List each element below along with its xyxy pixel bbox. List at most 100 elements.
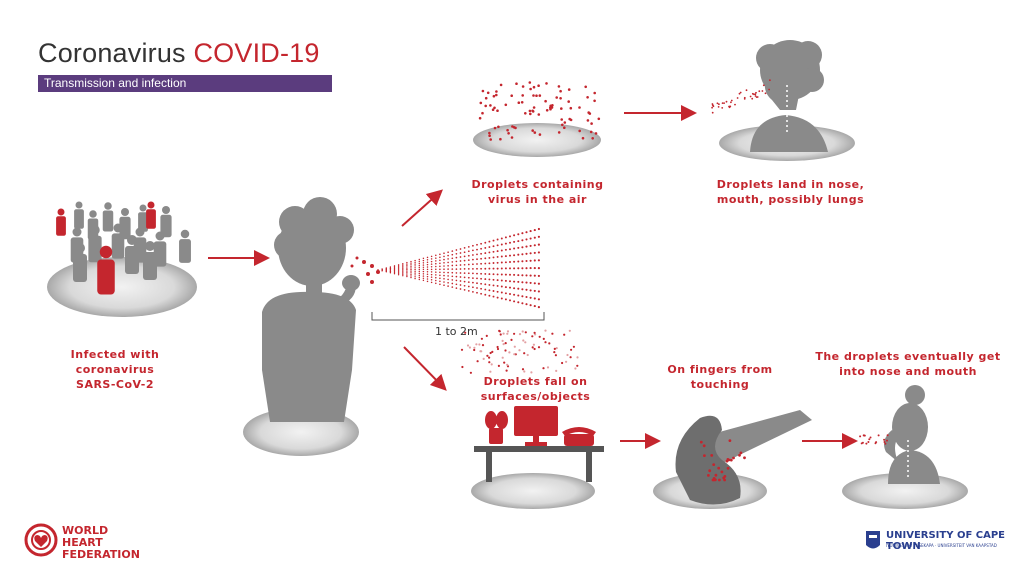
droplet xyxy=(443,271,445,274)
droplet xyxy=(410,276,412,279)
droplet xyxy=(551,104,554,107)
droplet xyxy=(720,470,724,474)
droplet xyxy=(529,252,532,255)
subtitle-bar: Transmission and infection xyxy=(38,75,332,92)
droplet xyxy=(406,266,408,268)
droplet xyxy=(410,260,412,263)
droplet xyxy=(451,275,454,278)
droplet xyxy=(702,444,706,448)
droplet xyxy=(509,241,511,244)
droplet xyxy=(451,282,454,285)
droplet xyxy=(488,134,491,137)
droplet xyxy=(492,239,495,242)
droplet xyxy=(422,266,425,269)
droplet xyxy=(503,361,506,364)
person-head xyxy=(75,243,85,253)
droplet xyxy=(535,94,538,97)
person-head xyxy=(180,229,190,239)
droplet xyxy=(406,274,408,276)
droplet xyxy=(507,132,510,135)
droplet xyxy=(517,246,520,249)
droplet xyxy=(561,361,564,365)
droplet xyxy=(751,97,754,100)
droplet xyxy=(484,252,487,255)
person-head xyxy=(72,227,82,237)
air-droplets xyxy=(478,81,601,141)
hand-touching-icon xyxy=(675,410,812,505)
droplet xyxy=(496,109,499,112)
droplet xyxy=(500,243,503,246)
droplet xyxy=(533,251,536,254)
droplet xyxy=(484,278,487,281)
droplet xyxy=(480,252,483,255)
droplet xyxy=(451,261,454,263)
droplet xyxy=(472,286,474,289)
droplet xyxy=(521,368,525,371)
droplet xyxy=(499,137,502,141)
droplet xyxy=(548,342,551,345)
droplet xyxy=(443,262,445,264)
droplet xyxy=(546,366,550,369)
droplet xyxy=(447,271,449,274)
droplet xyxy=(406,267,408,269)
droplet xyxy=(729,458,733,462)
droplet xyxy=(491,350,494,353)
droplet xyxy=(472,281,474,284)
droplet xyxy=(362,260,366,264)
droplet xyxy=(426,259,429,261)
label-fingers: On fingers from touching xyxy=(660,362,780,392)
droplet xyxy=(418,274,421,277)
droplet xyxy=(532,343,536,346)
droplet xyxy=(402,267,404,270)
droplet xyxy=(475,343,478,346)
droplet xyxy=(435,282,437,285)
droplet xyxy=(435,260,437,262)
droplet xyxy=(537,282,540,285)
droplet xyxy=(528,109,532,113)
droplet xyxy=(542,367,545,370)
droplet xyxy=(509,235,511,238)
droplet xyxy=(422,257,425,260)
disc-air xyxy=(473,123,601,157)
droplet xyxy=(707,474,710,477)
droplet xyxy=(525,238,528,241)
droplet xyxy=(460,348,464,351)
droplet xyxy=(506,332,509,335)
whf-logo-icon xyxy=(24,523,58,557)
droplet xyxy=(489,370,492,373)
droplet xyxy=(484,262,487,265)
droplet xyxy=(439,277,441,280)
droplet xyxy=(402,265,404,267)
droplet xyxy=(578,129,581,133)
droplet xyxy=(355,256,359,260)
label-droplets-land-line-1: Droplets land in nose, xyxy=(716,178,865,191)
droplet xyxy=(557,131,561,134)
droplet xyxy=(509,280,511,283)
droplet xyxy=(593,91,596,95)
droplet xyxy=(480,262,483,265)
droplet xyxy=(463,276,466,279)
droplet xyxy=(884,442,887,445)
droplet xyxy=(761,90,764,92)
label-eventually: The droplets eventually get into nose an… xyxy=(808,349,1008,379)
label-infected: Infected with coronavirus SARS-CoV-2 xyxy=(55,347,175,392)
label-droplets-air-line-1: Droplets containing xyxy=(471,178,604,191)
droplet xyxy=(484,241,487,244)
droplet xyxy=(484,288,487,291)
droplet xyxy=(532,85,536,89)
droplet xyxy=(472,272,474,275)
droplet xyxy=(521,253,524,256)
droplet xyxy=(865,442,868,445)
droplet xyxy=(521,232,524,235)
droplet xyxy=(499,83,503,87)
droplet xyxy=(476,267,478,270)
droplet xyxy=(472,249,474,252)
droplet xyxy=(597,117,601,121)
droplet xyxy=(492,245,495,248)
droplet xyxy=(528,81,532,84)
droplet xyxy=(513,254,516,257)
droplet xyxy=(410,270,412,272)
droplet xyxy=(533,297,536,300)
droplet xyxy=(500,255,503,258)
droplet xyxy=(522,339,525,342)
